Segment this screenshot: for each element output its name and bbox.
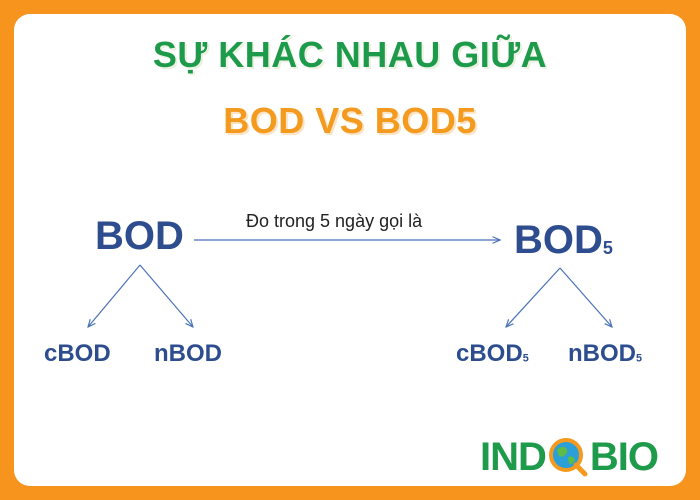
node-nbod: nBOD bbox=[154, 340, 222, 368]
title-line-1: SỰ KHÁC NHAU GIỮA bbox=[152, 34, 548, 75]
node-nbod5: nBOD5 bbox=[568, 340, 642, 368]
node-nbod-text: nBOD bbox=[154, 340, 222, 367]
title-line-2: BOD VS BOD5 bbox=[223, 100, 477, 141]
arrow-bod5-to-nbod5 bbox=[559, 267, 612, 327]
node-cbod: cBOD bbox=[44, 340, 111, 368]
content-card bbox=[14, 14, 686, 486]
arrow-bod5-to-cbod5 bbox=[506, 267, 561, 327]
node-bod-text: BOD bbox=[95, 214, 184, 258]
node-bod: BOD bbox=[95, 214, 184, 259]
node-nbod5-subscript: 5 bbox=[636, 352, 643, 365]
arrow-bod-to-nbod bbox=[139, 264, 193, 327]
indobio-logo: IND BIO bbox=[480, 432, 659, 482]
edge-label: Đo trong 5 ngày gọi là bbox=[246, 211, 423, 231]
node-bod5-subscript: 5 bbox=[602, 237, 613, 258]
node-cbod-text: cBOD bbox=[44, 340, 111, 367]
node-bod5-text: BOD bbox=[514, 218, 603, 262]
logo-text-left: IND bbox=[480, 434, 547, 479]
node-cbod5-subscript: 5 bbox=[522, 352, 529, 365]
node-cbod5-text: cBOD bbox=[456, 340, 523, 367]
node-cbod5: cBOD5 bbox=[456, 340, 529, 368]
globe-magnifier-icon bbox=[548, 438, 588, 477]
arrow-bod-to-cbod bbox=[88, 264, 141, 327]
logo-text-right: BIO bbox=[589, 434, 659, 479]
node-bod5: BOD5 bbox=[514, 218, 613, 263]
node-nbod5-text: nBOD bbox=[568, 340, 636, 367]
